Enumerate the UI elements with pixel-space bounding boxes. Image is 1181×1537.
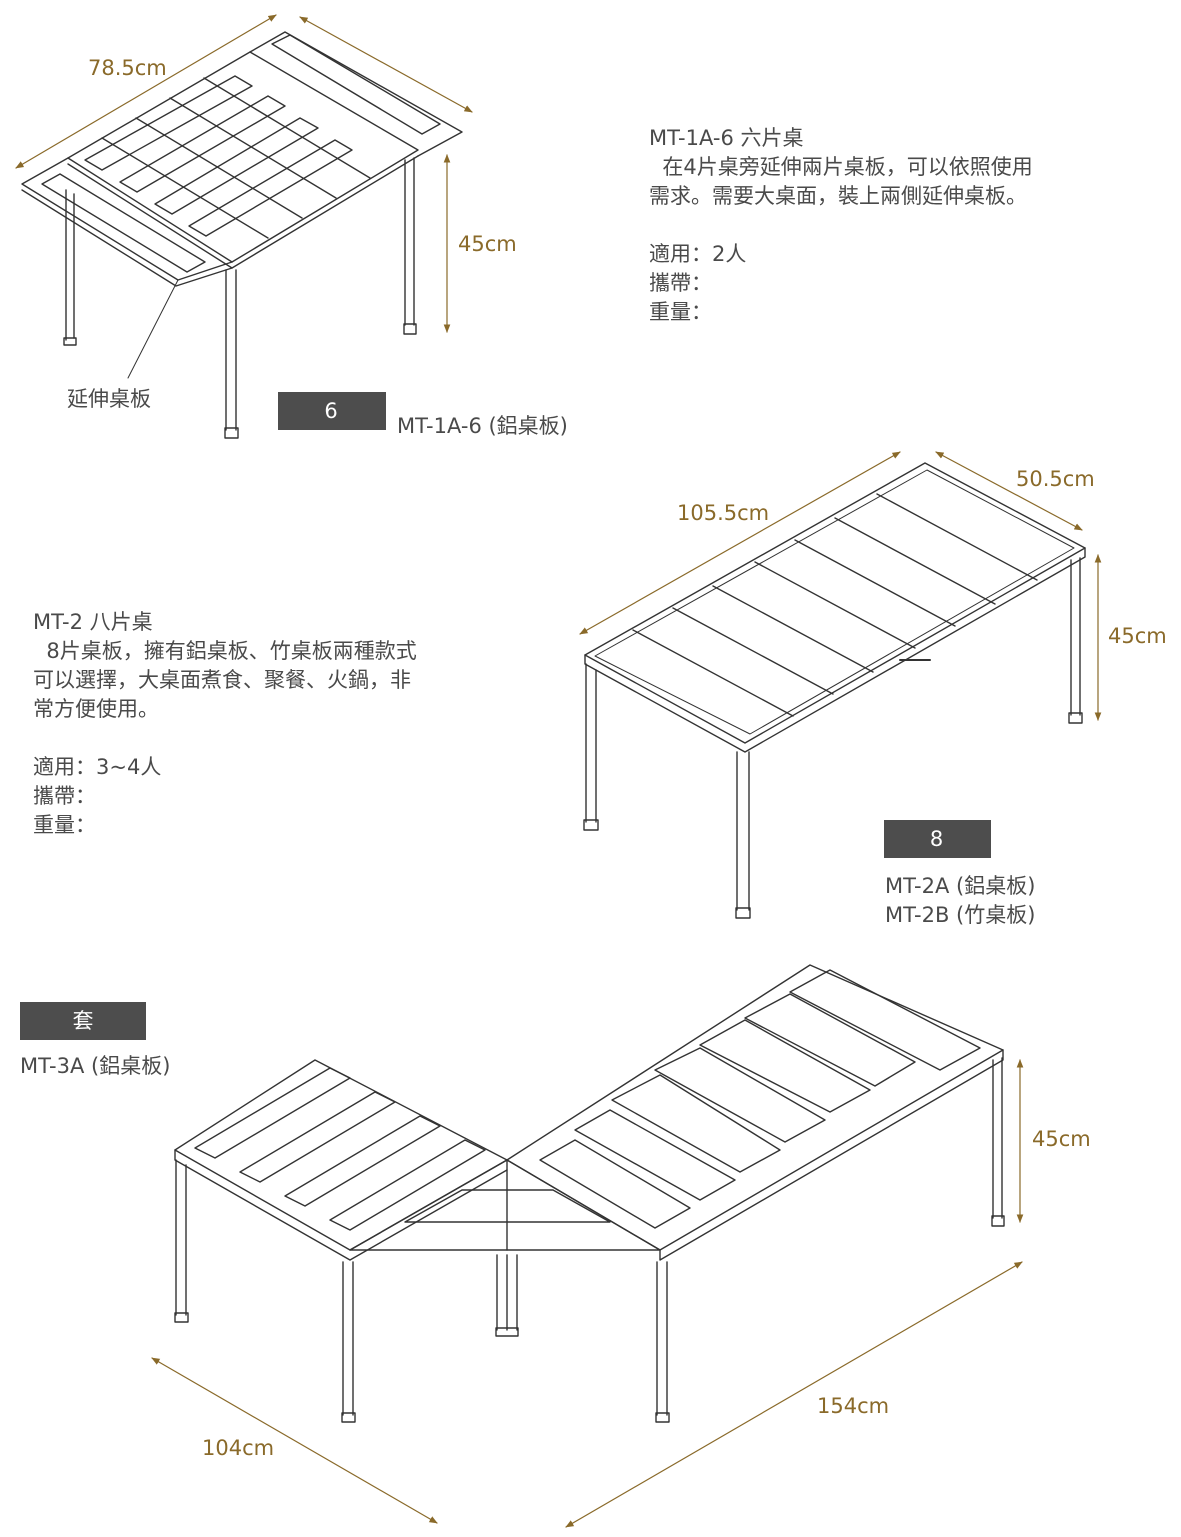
description-line: 需求。需要大桌面，裝上兩側延伸桌板。 [649,184,1027,208]
description-block: MT-1A-6 六片桌 在4片桌旁延伸兩片桌板，可以依照使用 需求。需要大桌面，… [649,124,1033,327]
description-line: 在4片桌旁延伸兩片桌板，可以依照使用 [649,155,1033,179]
extension-panel-callout: 延伸桌板 [67,387,151,411]
description-line: 常方便使用。 [33,697,159,721]
dimension-height-label: 45cm [1108,624,1167,648]
spec-carry: 攜帶： [33,784,96,808]
description-line: 8片桌板，擁有鋁桌板、竹桌板兩種款式 [33,639,417,663]
description-title: MT-1A-6 六片桌 [649,126,804,150]
spec-carry: 攜帶： [649,271,712,295]
dimension-length-label: 105.5cm [677,501,770,525]
table-six-panel-drawing [15,14,473,439]
dimension-width-label: 78.5cm [88,56,167,80]
dimension-height-label: 45cm [1032,1127,1091,1151]
model-list: MT-2A (鋁桌板) MT-2B (竹桌板) [885,872,1035,930]
description-line: 可以選擇，大桌面煮食、聚餐、火鍋，非 [33,668,411,692]
model-label: MT-1A-6 (鋁桌板) [397,414,568,438]
model-label: MT-2A (鋁桌板) [885,874,1036,898]
dimension-width-label: 50.5cm [1016,467,1095,491]
spec-suitable: 適用：2人 [649,242,747,266]
spec-suitable: 適用：3~4人 [33,755,162,779]
description-block: MT-2 八片桌 8片桌板，擁有鋁桌板、竹桌板兩種款式 可以選擇，大桌面煮食、聚… [33,608,417,840]
panel-count-tag: 8 片 [884,820,991,889]
table-set-drawing [151,964,1024,1528]
table-eight-panel-drawing [579,451,1102,919]
model-label: MT-3A (鋁桌板) [20,1054,171,1078]
panel-count-tag: 6 片 [278,392,386,461]
model-label: MT-2B (竹桌板) [885,903,1036,927]
dimension-left-label: 104cm [202,1436,275,1460]
set-tag: 套 組 [20,1002,146,1071]
dimension-height-label: 45cm [458,232,517,256]
description-title: MT-2 八片桌 [33,610,153,634]
spec-weight: 重量： [33,813,96,837]
dimension-right-label: 154cm [817,1394,890,1418]
spec-weight: 重量： [649,300,712,324]
